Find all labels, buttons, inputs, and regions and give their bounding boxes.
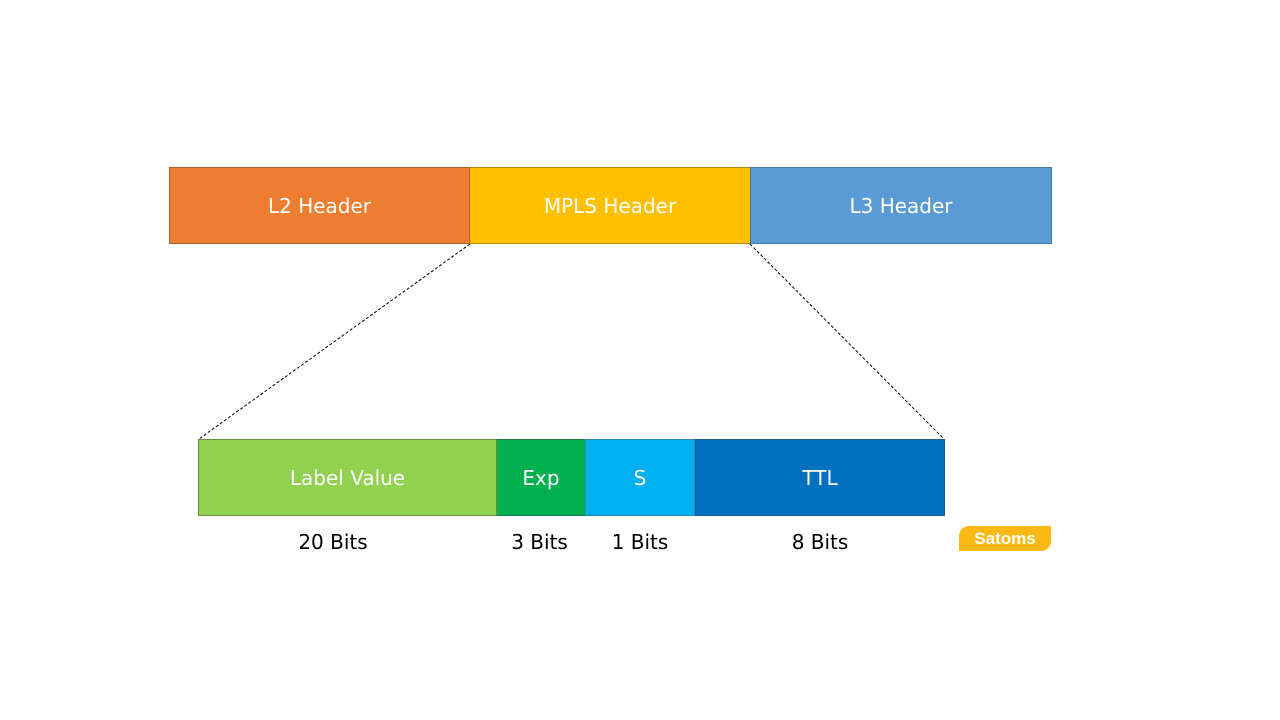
ttl-label: TTL	[802, 465, 838, 490]
l3-header-box: L3 Header	[750, 167, 1052, 244]
ttl-bits: 8 Bits	[791, 530, 849, 554]
s-label: S	[633, 465, 647, 490]
mpls-header-box: MPLS Header	[470, 167, 750, 244]
satoms-logo: Satoms	[959, 526, 1051, 551]
exp-field: Exp	[497, 439, 585, 516]
s-field: S	[585, 439, 695, 516]
label-value-bits: 20 Bits	[298, 530, 368, 554]
l2-header-box: L2 Header	[169, 167, 470, 244]
l2-header-label: L2 Header	[267, 193, 372, 218]
l3-header-label: L3 Header	[849, 193, 953, 218]
label-value-label: Label Value	[289, 465, 406, 490]
mpls-header-label: MPLS Header	[543, 193, 677, 218]
s-bits: 1 Bits	[611, 530, 669, 554]
right-zoom-line	[749, 243, 945, 440]
exp-bits: 3 Bits	[511, 530, 568, 554]
label-value-field: Label Value	[198, 439, 497, 516]
exp-label: Exp	[522, 465, 560, 490]
ttl-field: TTL	[695, 439, 945, 516]
left-zoom-line	[198, 243, 471, 440]
